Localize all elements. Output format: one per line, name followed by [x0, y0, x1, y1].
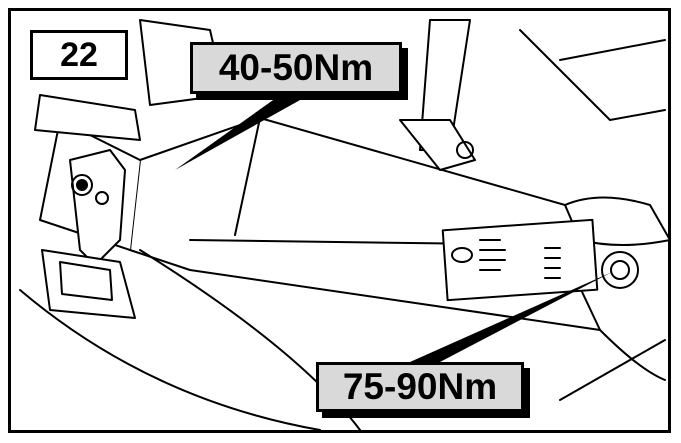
- left-bracket: [69, 149, 126, 266]
- square-tube: [41, 249, 136, 319]
- warning-decal: [441, 218, 599, 302]
- upper-leader: [175, 88, 318, 170]
- lower-leader: [410, 272, 612, 362]
- step-number: 22: [30, 30, 128, 80]
- lower-torque-label: 75-90Nm: [316, 362, 524, 412]
- upper-torque-label: 40-50Nm: [190, 42, 402, 94]
- pivot-bolt: [601, 251, 639, 289]
